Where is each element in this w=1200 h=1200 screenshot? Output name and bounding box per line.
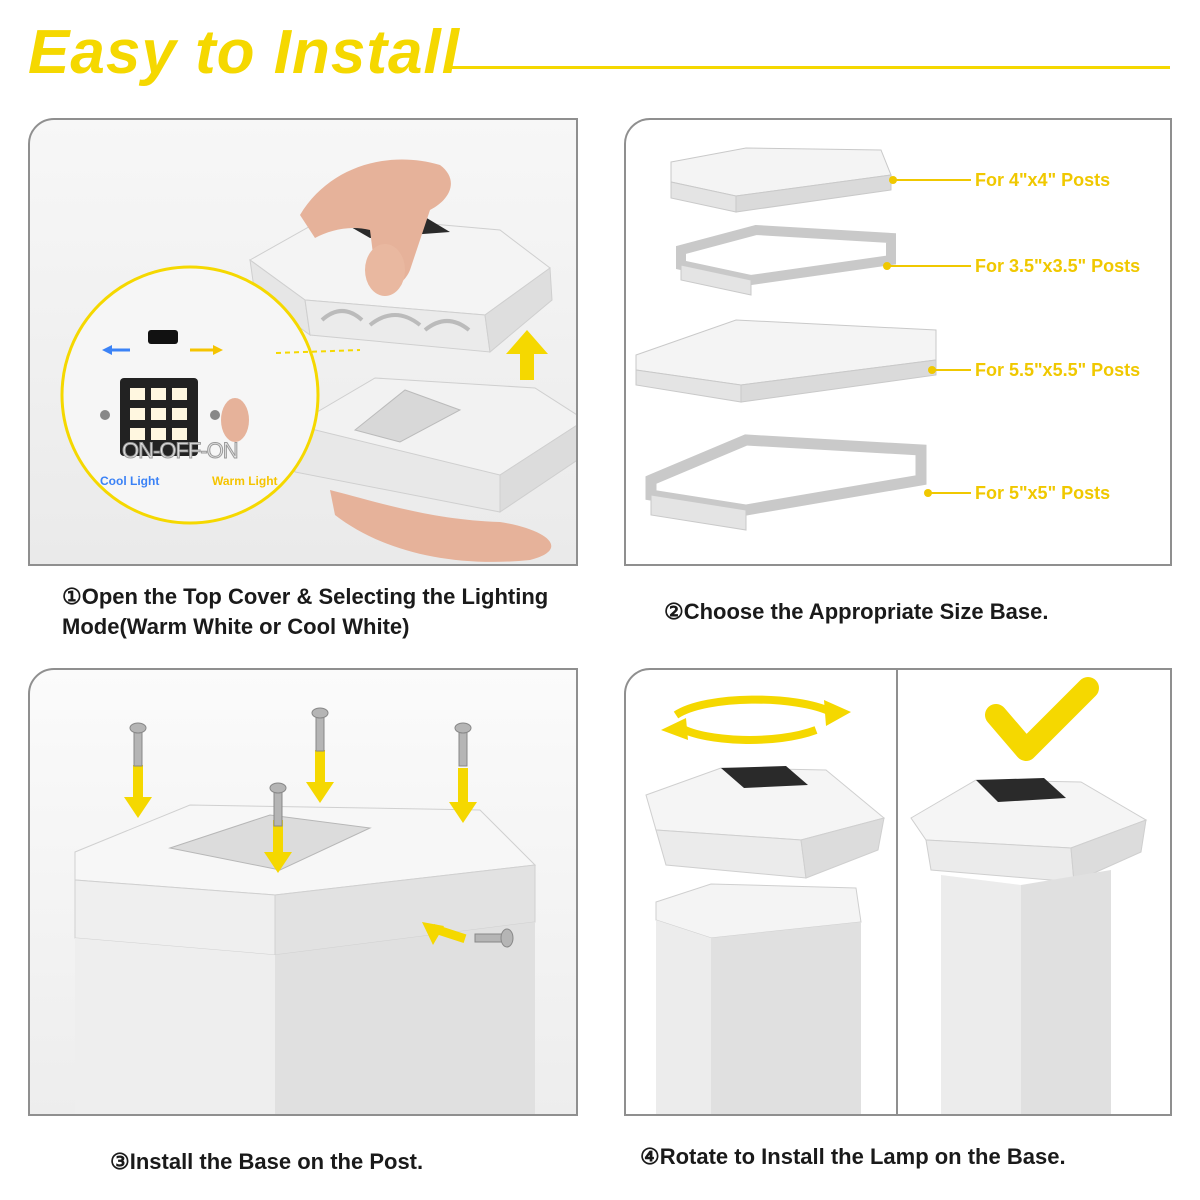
base-4x4 [670,147,892,213]
lamp-rotating [645,766,886,879]
base-label-4x4: For 4"x4" Posts [975,170,1111,190]
step1-panel: ON-OFF-ON Cool Light Warm Light [28,118,578,566]
page-title: Easy to Install [28,18,460,87]
panel-divider [896,670,898,1114]
leader-5x5 [924,489,971,497]
post-top-base [74,804,537,956]
step1-illustration [60,159,576,562]
step4-illustration [645,677,1148,1114]
cool-light-label: Cool Light [100,474,160,488]
step4-panel [624,668,1172,1116]
hand-top [300,159,451,296]
step3-illustration [74,707,537,1114]
down-arrow-icon [124,750,477,873]
hand-bottom [330,490,552,562]
step3-caption: ③Install the Base on the Post. [110,1149,424,1174]
base-label-5-5x5-5: For 5.5"x5.5" Posts [975,360,1141,380]
base-5-5x5-5 [635,319,937,403]
up-arrow-icon [506,330,548,380]
checkmark-icon [985,677,1099,761]
base-label-3-5x3-5: For 3.5"x3.5" Posts [975,256,1141,276]
step2-panel [624,118,1172,566]
base-options-illustration [635,147,937,531]
lamp-installed [910,778,1148,1114]
screw-icon [129,707,514,948]
step3-panel [28,668,578,1116]
base-5x5 [645,434,927,531]
leader-4x4 [889,176,971,184]
rotate-arrows-icon [661,695,851,744]
post-body [75,922,535,1114]
leader-3-5x3-5 [883,262,971,270]
lamp-base [294,377,576,513]
switch-label: ON-OFF-ON [122,438,240,464]
base-label-5x5: For 5"x5" Posts [975,483,1111,503]
step4-caption: ④Rotate to Install the Lamp on the Base. [640,1144,1066,1169]
warm-light-label: Warm Light [212,474,278,488]
leader-5-5x5-5 [928,366,971,374]
step2-caption: ②Choose the Appropriate Size Base. [664,599,1049,624]
title-underline [450,66,1170,69]
post-left [655,883,862,1114]
switch-inset [60,265,320,525]
step1-caption: ①Open the Top Cover & Selecting the Ligh… [62,584,549,639]
side-arrow-icon [422,922,467,945]
base-3-5x3-5 [676,224,896,296]
